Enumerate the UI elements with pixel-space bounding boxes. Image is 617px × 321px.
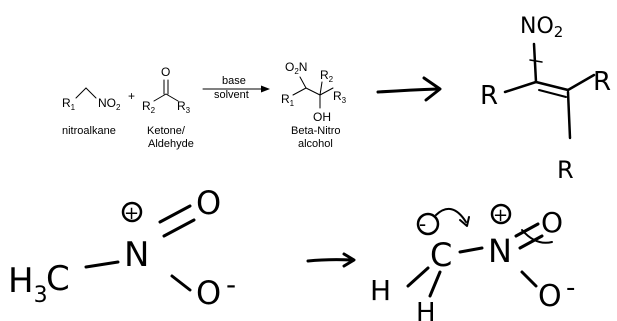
left-h-label: H3 — [8, 261, 48, 308]
right-bond-no — [520, 270, 538, 288]
nitroalkane-no2-label: NO2 — [98, 96, 121, 112]
ketone-r3-label: R3 — [177, 99, 191, 115]
product-r2-label: R2 — [320, 68, 334, 84]
left-double-bond-a — [158, 204, 192, 224]
right-double-bond-b — [518, 234, 544, 250]
right-n-label: N — [488, 232, 512, 270]
left-double-bond-b — [162, 218, 196, 238]
hand-arrow-2 — [306, 258, 354, 263]
left-n-plus: + — [124, 203, 139, 224]
product-r3-label: R3 — [333, 89, 347, 105]
left-bond-no — [170, 274, 192, 292]
hand-arrow-1 — [376, 87, 440, 94]
product-no2-label: O2N — [285, 60, 307, 76]
left-c-label: C — [46, 259, 70, 299]
alkene-double-bond-a — [534, 80, 570, 92]
right-n-plus: + — [493, 205, 508, 226]
plus-sign: + — [128, 89, 135, 103]
right-curved-arrow-1 — [435, 207, 467, 223]
alkene-r-left: R — [480, 81, 498, 111]
beta-nitro-alcohol-structure: O2N R2 R1 R3 OH Beta-Nitro alcohol — [281, 60, 347, 150]
product-oh-label: OH — [313, 110, 331, 124]
nitroalkane-bond-2 — [85, 87, 97, 99]
arrow-head — [261, 85, 270, 93]
right-bond-cn — [458, 246, 484, 254]
right-c-label: C — [430, 236, 452, 274]
right-c-minus: - — [419, 212, 426, 236]
right-double-bond-a — [514, 222, 540, 238]
right-curved-arrow-2 — [521, 229, 553, 244]
condition-solvent: solvent — [214, 89, 249, 101]
left-bond-cn — [84, 260, 120, 269]
product-r1-label: R1 — [281, 92, 295, 108]
hand-arrow-1-head — [422, 76, 442, 102]
alkene-bond-left — [503, 80, 538, 94]
reaction-scheme: R1 NO2 nitroalkane + O R2 R3 Ketone/ Ald… — [62, 60, 347, 150]
left-o-double: O — [196, 184, 221, 222]
left-n-charge-circle — [121, 201, 143, 223]
product-bond-n — [299, 76, 307, 89]
nitroalkane-label: nitroalkane — [62, 125, 116, 137]
left-molecule-sketch: H3 C + N O O - — [8, 184, 236, 312]
ketone-oxygen-label: O — [161, 65, 170, 79]
left-o-single: O — [196, 274, 221, 312]
nitroalkane-structure: R1 NO2 nitroalkane — [62, 87, 121, 137]
right-bond-ch-left — [406, 266, 430, 288]
ketone-r2-label: R2 — [142, 99, 156, 115]
product-label-line2: alcohol — [298, 138, 333, 150]
condition-base: base — [222, 75, 246, 87]
product-bond-r1 — [292, 87, 307, 96]
right-o-double: O — [541, 206, 563, 239]
right-curved-arrow-1-head — [459, 216, 470, 227]
alkene-no2-label: NO2 — [520, 14, 563, 41]
right-o-minus: - — [566, 273, 575, 303]
ketone-bond-right — [165, 93, 179, 102]
product-bond-r2 — [319, 81, 323, 96]
right-c-charge-circle — [416, 212, 440, 236]
right-molecule-sketch: - C H H + N O O - — [370, 203, 575, 321]
product-bond-cc — [305, 87, 321, 96]
alkene-double-bond-b — [538, 89, 567, 98]
left-n-label: N — [124, 235, 149, 275]
nitroalkane-r-label: R1 — [62, 96, 76, 112]
handwritten-annotations: NO2 R R R H3 C + N O O - — [8, 14, 611, 321]
ketone-structure: O R2 R3 Ketone/ Aldehyde — [142, 65, 194, 150]
alkene-sketch: NO2 R R R — [480, 14, 611, 184]
nitroalkane-bond-1 — [75, 87, 87, 99]
alkene-r-bottom: R — [557, 156, 574, 184]
ketone-bond-left — [153, 93, 167, 102]
alkene-r-right: R — [593, 67, 611, 97]
right-h-bottom: H — [416, 298, 436, 321]
product-bond-r3 — [319, 87, 334, 96]
alkene-stroke-mark — [529, 59, 543, 63]
alkene-bond-right — [566, 73, 596, 92]
right-o-single: O — [538, 279, 562, 314]
alkene-bond-bottom — [566, 90, 572, 140]
reaction-arrow: base solvent — [202, 75, 270, 101]
right-bond-ch-bottom — [428, 270, 442, 298]
right-h-left: H — [370, 274, 391, 307]
hand-arrow-2-head — [342, 252, 356, 268]
ketone-label-line1: Ketone/ — [147, 125, 186, 137]
alkene-bond-no2 — [532, 42, 538, 84]
right-n-charge-circle — [490, 203, 512, 225]
ketone-label-line2: Aldehyde — [148, 138, 194, 150]
product-label-line1: Beta-Nitro — [291, 125, 341, 137]
left-o-minus: - — [226, 268, 236, 301]
